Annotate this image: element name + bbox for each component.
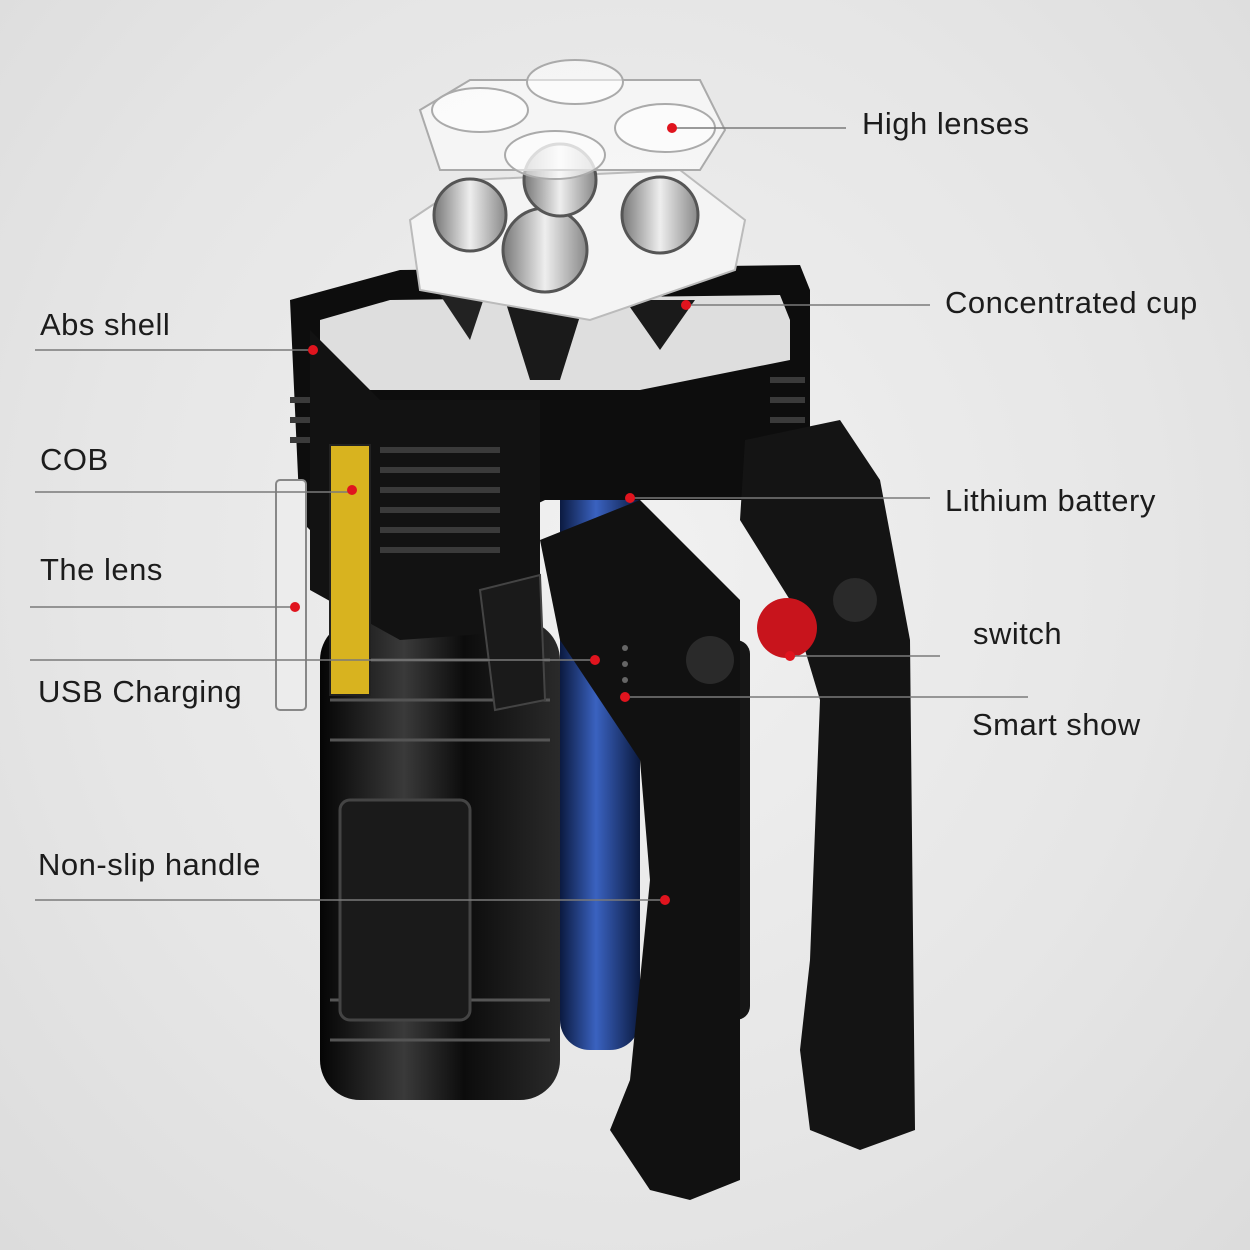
cob-panel <box>329 444 371 696</box>
label-concentrated-cup: Concentrated cup <box>945 285 1198 320</box>
label-the-lens: The lens <box>40 552 163 587</box>
label-high-lenses: High lenses <box>862 106 1030 141</box>
non-slip-handle-graphic <box>478 420 915 1200</box>
label-abs-shell: Abs shell <box>40 307 171 342</box>
label-switch: switch <box>973 616 1063 651</box>
label-non-slip-handle: Non-slip handle <box>38 847 261 882</box>
label-smart-show: Smart show <box>972 707 1141 742</box>
leader-lines <box>30 127 1028 901</box>
high-lenses <box>418 59 727 180</box>
label-cob: COB <box>40 442 109 477</box>
usb-port-cover <box>478 573 547 712</box>
marker-dots <box>290 123 795 905</box>
side-lens <box>275 479 307 711</box>
concentrated-cups <box>408 142 747 380</box>
label-usb-charging: USB Charging <box>38 674 243 709</box>
switch-button <box>757 598 817 658</box>
label-lithium-battery: Lithium battery <box>945 483 1156 518</box>
